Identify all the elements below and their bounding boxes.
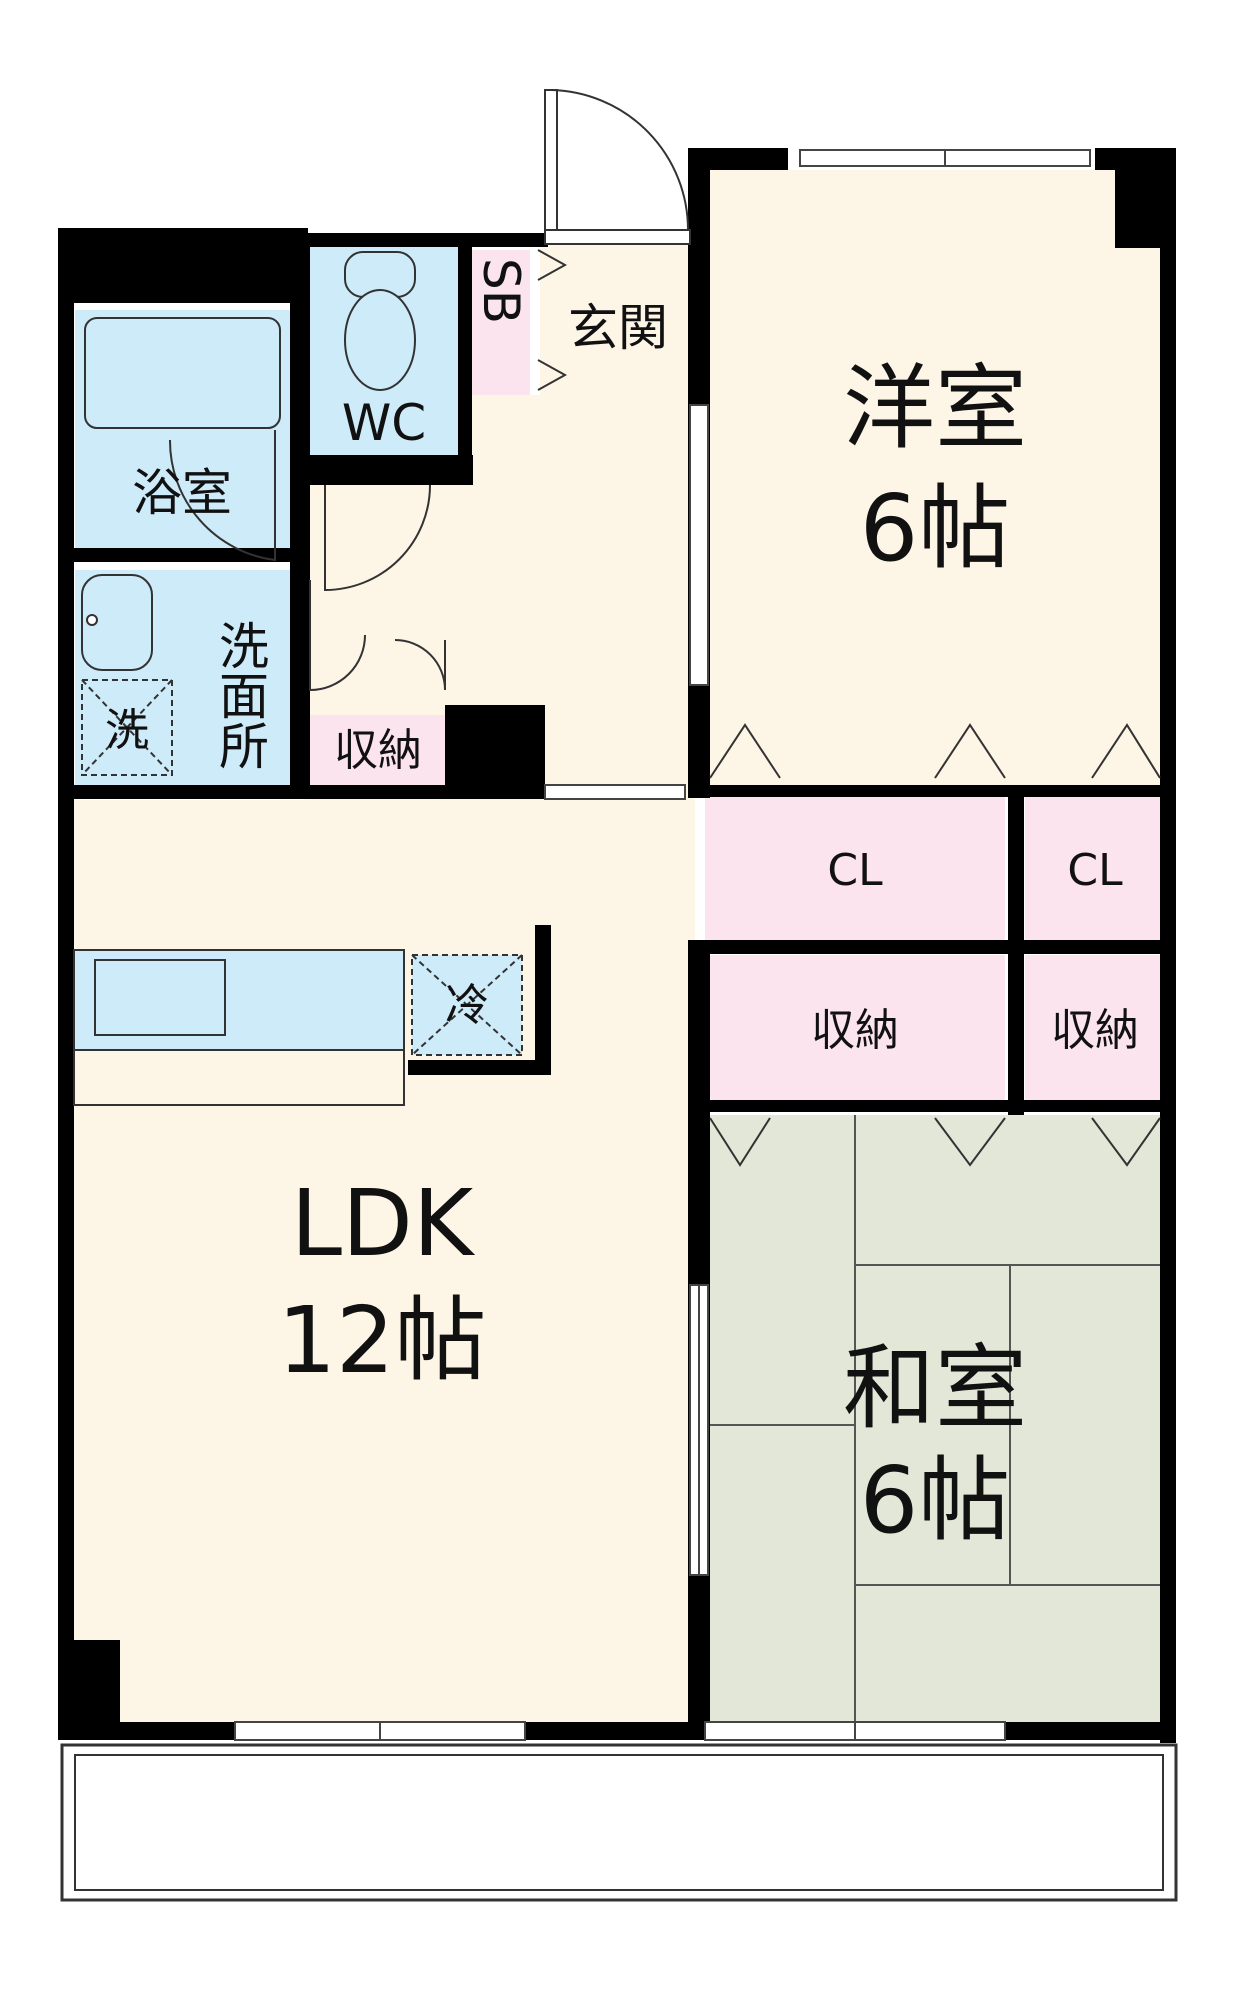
entrance-door	[544, 89, 691, 245]
fridge-label: 冷	[445, 980, 489, 1031]
shoe-box-floor	[470, 250, 530, 395]
storage-mid-left-label: 収納	[811, 1005, 899, 1056]
entrance-floor	[540, 245, 695, 400]
wash-basin	[81, 574, 153, 671]
bath-room-name: 浴室	[132, 464, 232, 522]
ldk-room-size: 12帖	[277, 1287, 486, 1394]
storage-mid-left-floor	[705, 955, 1005, 1100]
closet-2-floor	[1025, 795, 1165, 940]
fixtures	[73, 251, 523, 1106]
western-room-size: 6帖	[860, 475, 1011, 582]
shoe-box-label: SB	[472, 258, 530, 324]
japanese-room-size: 6帖	[860, 1447, 1011, 1554]
basin-drain	[86, 614, 98, 626]
room-labels: 洋室 6帖 LDK 12帖 和室 6帖 浴室 WC 玄関 洗面所	[132, 299, 1027, 1554]
hall-storage-floor	[310, 715, 445, 785]
bathtub	[84, 317, 281, 429]
entrance-name: 玄関	[568, 299, 668, 357]
storage-labels: SB CL CL 収納 収納 収納 洗 冷	[105, 258, 1139, 1056]
toilet-name: WC	[342, 394, 426, 452]
kitchen-sink	[94, 959, 226, 1036]
windows	[234, 149, 1091, 1741]
washer-label: 洗	[105, 705, 149, 756]
closet-doors	[537, 249, 1161, 1167]
washroom-name: 洗面所	[211, 620, 269, 770]
hall-storage-label: 収納	[334, 725, 422, 776]
tatami-lines	[705, 1115, 1165, 1735]
western-room-floor	[705, 170, 1165, 785]
ldk-room-name: LDK	[291, 1170, 476, 1277]
toilet-bowl	[344, 289, 416, 391]
balcony	[60, 1743, 1178, 1902]
storage-mid-right-floor	[1025, 955, 1165, 1100]
kitchen-ledge	[73, 1049, 405, 1106]
western-room-name: 洋室	[843, 355, 1027, 462]
japanese-room-name: 和室	[843, 1335, 1027, 1442]
storage-mid-right-label: 収納	[1051, 1005, 1139, 1056]
door-arcs	[168, 430, 446, 692]
closet-2-label: CL	[1067, 845, 1123, 896]
closet-1-label: CL	[827, 845, 883, 896]
closet-1-floor	[705, 795, 1005, 940]
door-hall-ldk	[544, 784, 686, 800]
door-western-sliding	[689, 404, 709, 686]
